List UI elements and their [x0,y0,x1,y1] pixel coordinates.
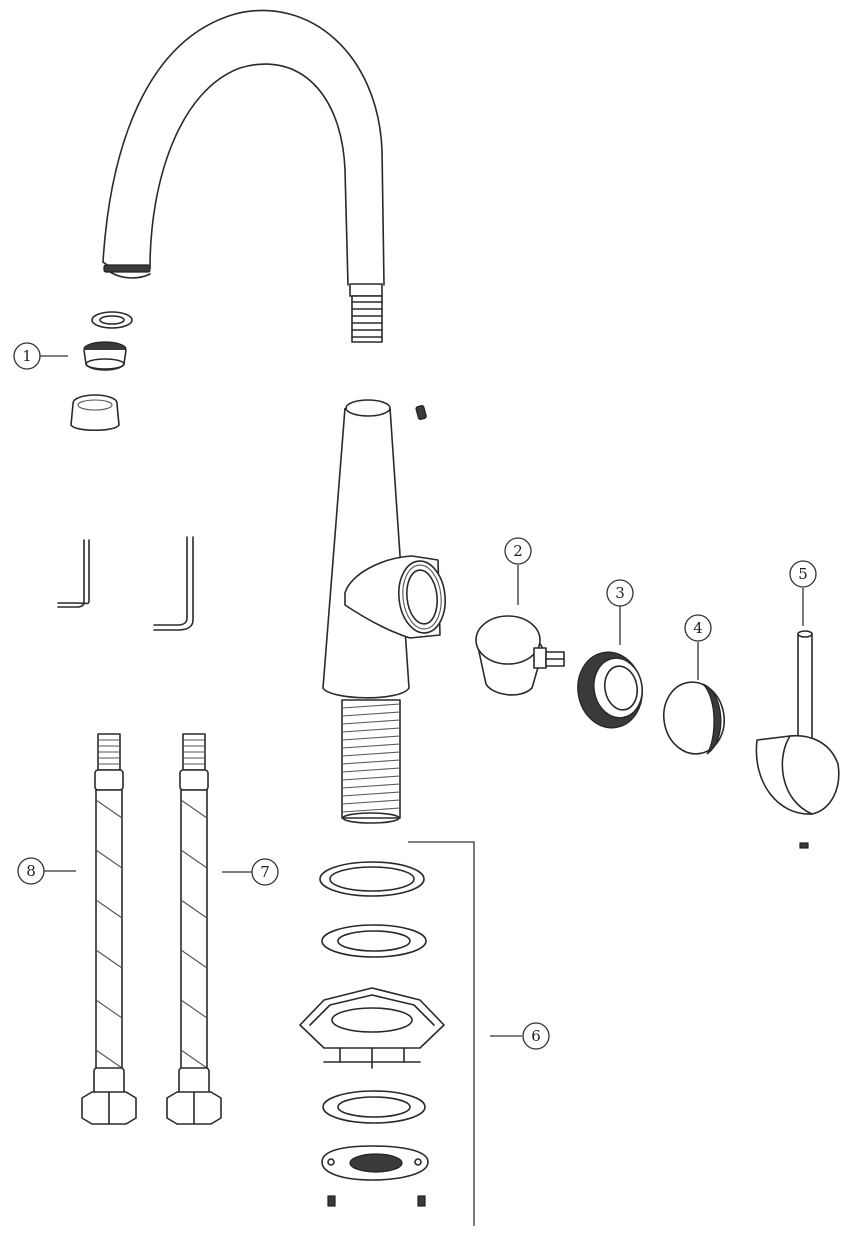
lever-handle [755,630,840,849]
callout-5: 5 [789,560,817,588]
cartridge-lock-nut [577,651,644,729]
aerator-washer [91,311,133,329]
callout-number: 5 [798,565,808,583]
flat-washer-lower [322,1090,426,1124]
fixing-kit [299,861,445,1207]
callout-number: 4 [693,619,703,637]
flat-washer-upper [321,924,427,958]
flexible-hose-left [81,733,137,1125]
callout-2: 2 [504,537,532,565]
o-ring-seal [319,861,425,897]
mounting-plate [321,1145,429,1181]
shroud-cover [663,681,725,755]
fixing-screw-right [417,1195,426,1207]
callout-number: 3 [615,584,625,602]
hex-key-large [153,536,194,631]
tap-body [322,399,446,699]
spout-outlet-thread [103,264,151,273]
handle-grub-screw [799,842,809,849]
fixing-screw-left [327,1195,336,1207]
callout-number: 7 [260,863,270,881]
callout-6: 6 [522,1022,550,1050]
callout-8: 8 [17,857,45,885]
callout-number: 6 [531,1027,541,1045]
callout-number: 2 [513,542,523,560]
aerator-insert [83,341,127,371]
callout-7: 7 [251,858,279,886]
leader-lines [40,355,804,1226]
callout-1: 1 [13,342,41,370]
cartridge [475,615,565,696]
hex-key-small [57,539,90,608]
callout-number: 8 [26,862,36,880]
callout-number: 1 [22,347,32,365]
flexible-hose-right [166,733,222,1125]
callout-3: 3 [606,579,634,607]
grub-screw [415,405,427,420]
callout-4: 4 [684,614,712,642]
gooseneck-spout [102,9,385,343]
spout-threaded-base [351,295,383,343]
backing-plate [299,987,445,1069]
tap-threaded-shank [341,699,401,824]
aerator-housing [70,394,120,432]
